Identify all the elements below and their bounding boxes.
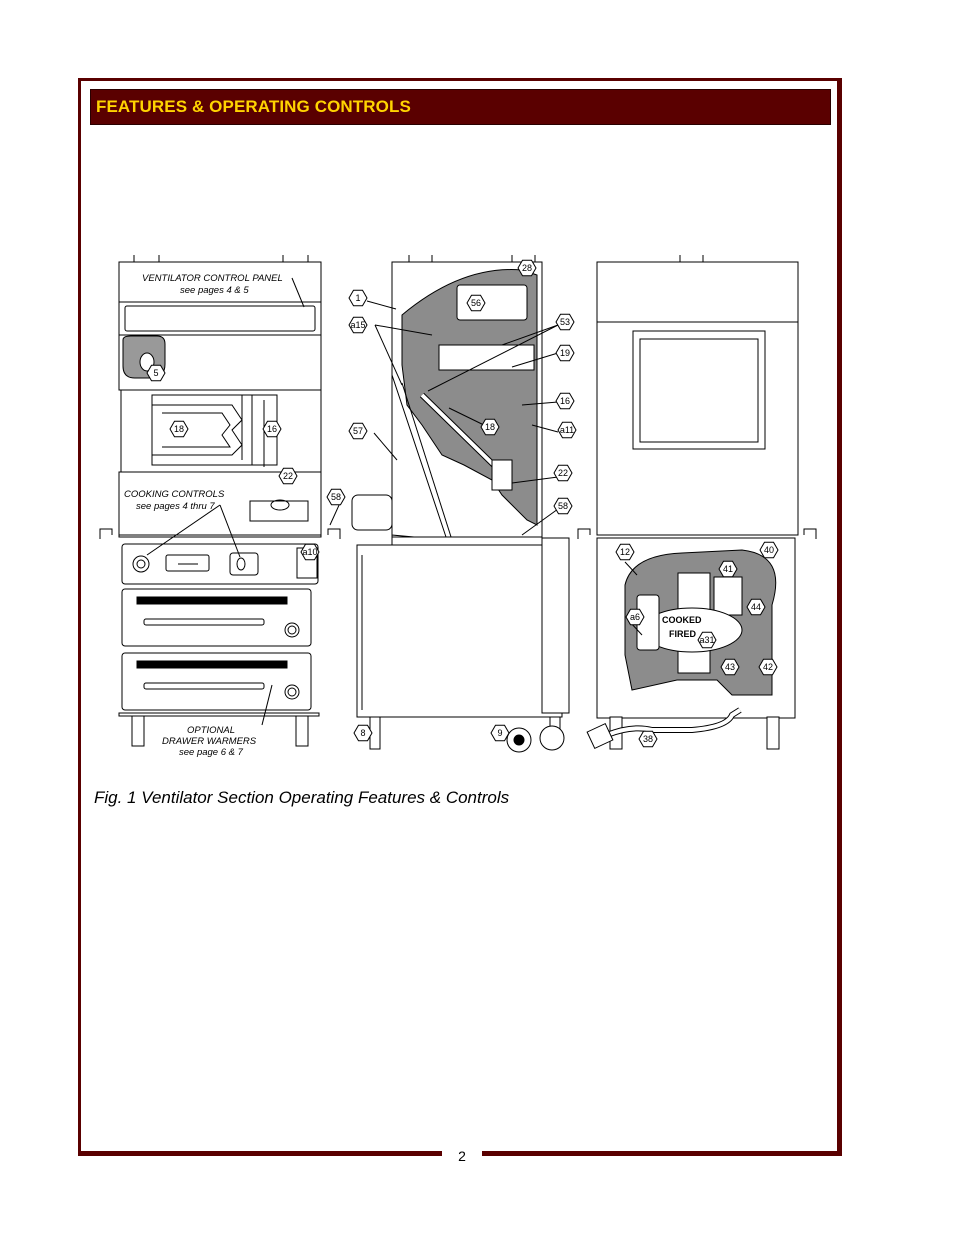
side-view [351,255,570,753]
callout-42: 42 [758,658,778,676]
cooking-controls-label-2: see pages 4 thru 7 [136,501,215,512]
callout-a31: a31 [697,631,717,649]
section-header: FEATURES & OPERATING CONTROLS [90,89,831,125]
svg-text:53: 53 [560,317,570,327]
callout-16: 16 [555,392,575,410]
callout-58: 58 [326,488,346,506]
page-number: 2 [458,1148,466,1164]
ventilator-panel-label-1: VENTILATOR CONTROL PANEL [142,273,283,284]
svg-text:9: 9 [497,728,502,738]
front-view [99,255,341,747]
svg-text:5: 5 [153,368,158,378]
ventilator-panel-label-2: see pages 4 & 5 [180,285,249,296]
callout-a6: a6 [625,608,645,626]
callout-5: 5 [146,364,166,382]
callout-28: 28 [517,259,537,277]
svg-text:41: 41 [723,564,733,574]
svg-text:38: 38 [643,734,653,744]
svg-text:a31: a31 [699,635,714,645]
callout-19: 19 [555,344,575,362]
svg-text:a11: a11 [560,425,574,435]
callout-22: 22 [278,467,298,485]
svg-text:58: 58 [558,501,568,511]
svg-text:22: 22 [283,471,293,481]
drawer-warmers-label-3: see page 6 & 7 [179,747,244,758]
callout-58: 58 [553,497,573,515]
callout-labels: 5 18 16 22 58 a10 1 28 56 a15 53 19 57 16 18 a11 22 58 8 9 1… [146,259,779,748]
svg-text:40: 40 [764,545,774,555]
svg-text:18: 18 [174,424,184,434]
figure-text: VENTILATOR CONTROL PANEL see pages 4 & 5… [124,273,702,758]
svg-text:57: 57 [353,426,363,436]
svg-text:28: 28 [522,263,532,273]
callout-38: 38 [638,730,658,748]
callout-a11: a11 [557,421,577,439]
svg-text:a15: a15 [350,320,365,330]
drawer-warmers-label-2: DRAWER WARMERS [162,736,257,747]
svg-text:18: 18 [485,422,495,432]
svg-text:8: 8 [360,728,365,738]
callout-22: 22 [553,464,573,482]
callout-a10: a10 [300,543,320,561]
svg-text:44: 44 [751,602,761,612]
callout-9: 9 [490,724,510,742]
callout-43: 43 [720,658,740,676]
features-diagram: 5 18 16 22 58 a10 1 28 56 a15 53 19 57 16 18 a11 22 58 8 9 1… [99,255,817,758]
svg-text:22: 22 [558,468,568,478]
figure-caption: Fig. 1 Ventilator Section Operating Feat… [94,788,510,807]
callout-41: 41 [718,560,738,578]
svg-text:a6: a6 [630,612,640,622]
fired-label: FIRED [669,629,697,639]
back-view [577,255,817,750]
section-title: FEATURES & OPERATING CONTROLS [96,97,411,116]
svg-text:58: 58 [331,492,341,502]
svg-text:43: 43 [725,662,735,672]
callout-53: 53 [555,313,575,331]
callout-12: 12 [615,543,635,561]
callout-57: 57 [348,422,368,440]
callout-18: 18 [480,418,500,436]
cooked-label: COOKED [662,615,702,625]
svg-text:16: 16 [560,396,570,406]
callout-56: 56 [466,294,486,312]
cooking-controls-label-1: COOKING CONTROLS [124,489,225,500]
svg-text:a10: a10 [302,547,317,557]
callout-18: 18 [169,420,189,438]
svg-text:12: 12 [620,547,630,557]
svg-text:1: 1 [355,293,360,303]
callout-1: 1 [348,289,368,307]
svg-text:42: 42 [763,662,773,672]
callout-44: 44 [746,598,766,616]
svg-text:56: 56 [471,298,481,308]
page-number-gap [442,1146,482,1168]
drawer-warmers-label-1: OPTIONAL [187,725,235,736]
callout-40: 40 [759,541,779,559]
callout-16: 16 [262,420,282,438]
callout-8: 8 [353,724,373,742]
callout-a15: a15 [348,316,368,334]
svg-text:16: 16 [267,424,277,434]
svg-text:19: 19 [560,348,570,358]
